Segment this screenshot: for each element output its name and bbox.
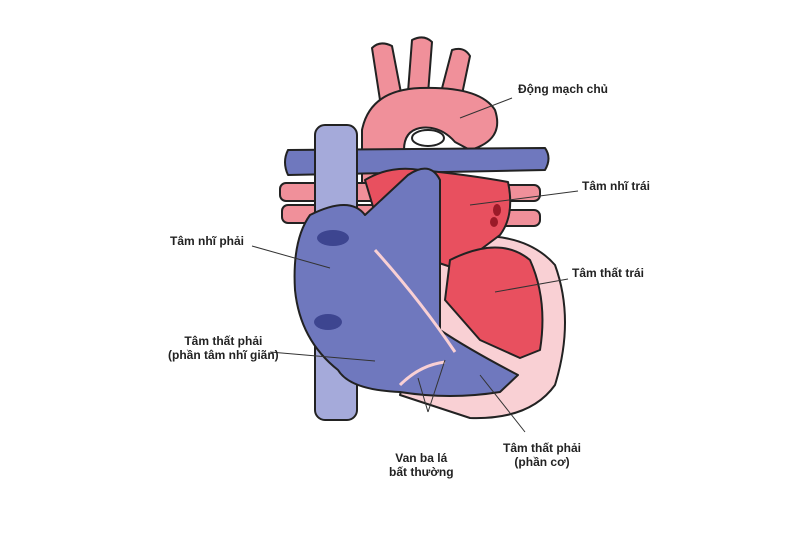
leader-line [469, 190, 579, 206]
tricuspid-leaflet [398, 360, 446, 387]
leader-line [494, 278, 569, 293]
leader-line [459, 97, 513, 119]
label-rv-muscular: Tâm thất phải (phần cơ) [503, 441, 581, 469]
leader-line [269, 351, 376, 362]
label-rv-atrialized: Tâm thất phải (phần tâm nhĩ giãn) [168, 334, 279, 362]
label-line: Tâm thất phải [503, 441, 582, 455]
label-line: bất thường [389, 465, 454, 479]
aorta-arch-gap [411, 129, 445, 147]
leader-line [417, 377, 429, 413]
label-right-atrium: Tâm nhĩ phải [170, 234, 245, 248]
label-line: Van ba lá [395, 451, 448, 465]
leader-line [479, 374, 526, 433]
right-heart [293, 167, 519, 397]
left-ventricle [444, 246, 544, 359]
vein-opening [314, 314, 342, 330]
label-line: (phần cơ) [514, 455, 570, 469]
label-aorta: Động mạch chủ [518, 82, 609, 96]
aorta-branch [371, 42, 403, 101]
aorta-branch [407, 36, 433, 95]
label-left-atrium: Tâm nhĩ trái [582, 179, 651, 193]
label-line: (phần tâm nhĩ giãn) [168, 348, 279, 362]
vein-opening [493, 204, 501, 216]
vein-opening [317, 230, 349, 246]
leader-line [427, 359, 446, 413]
label-left-ventricle: Tâm thất trái [572, 266, 645, 280]
label-tricuspid-valve: Van ba lá bất thường [389, 451, 454, 479]
tricuspid-leaflet [373, 248, 457, 353]
leader-line [251, 245, 331, 269]
label-line: Tâm thất phải [184, 334, 263, 348]
vein-opening [490, 217, 498, 227]
